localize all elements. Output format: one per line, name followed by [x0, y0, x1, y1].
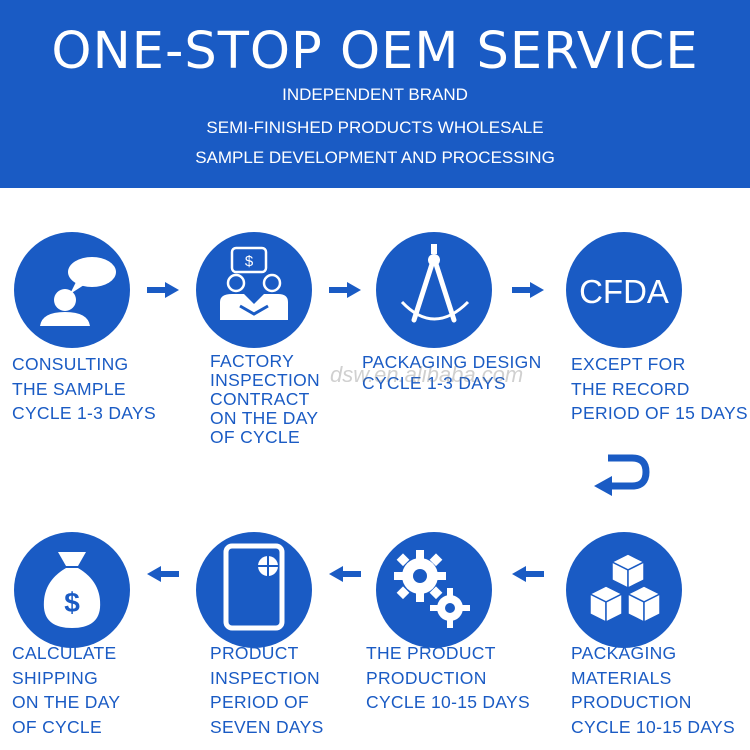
arrow-right-icon — [147, 282, 179, 298]
arrow-left-icon — [512, 566, 544, 582]
arrow-left-icon — [147, 566, 179, 582]
cfda-icon: CFDA — [566, 232, 682, 348]
arrow-right-icon — [329, 282, 361, 298]
subtitle-line-3: SAMPLE DEVELOPMENT AND PROCESSING — [195, 148, 555, 167]
return-arrow-icon — [594, 454, 650, 496]
compass-icon — [376, 232, 492, 348]
svg-text:$: $ — [245, 253, 254, 270]
subtitle-line-2: SEMI-FINISHED PRODUCTS WHOLESALE — [206, 118, 544, 137]
subtitle-line-1: INDEPENDENT BRAND — [282, 85, 468, 104]
inspection-document-icon — [196, 532, 312, 648]
svg-text:$: $ — [64, 587, 80, 618]
money-bag-icon: $ — [14, 532, 130, 648]
boxes-icon — [566, 532, 682, 648]
consulting-chat-icon — [14, 232, 130, 348]
arrow-right-icon — [512, 282, 544, 298]
header-banner: ONE-STOP OEM SERVICE INDEPENDENT BRAND S… — [0, 0, 750, 188]
svg-text:CFDA: CFDA — [579, 273, 669, 310]
watermark: dsw.en.alibaba.com — [330, 362, 524, 387]
contract-handshake-icon: $ — [196, 232, 312, 348]
page-title: ONE-STOP OEM SERVICE — [51, 22, 699, 81]
gears-icon — [376, 532, 492, 648]
arrow-left-icon — [329, 566, 361, 582]
